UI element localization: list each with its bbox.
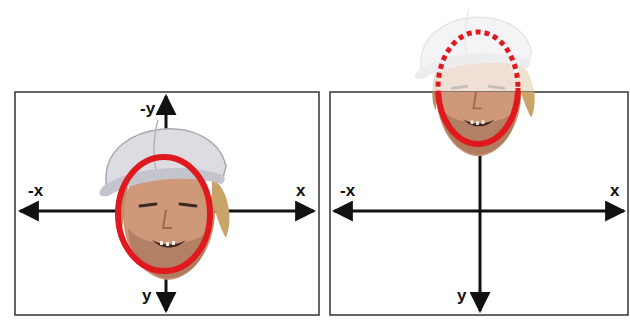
panel-frame xyxy=(15,92,319,315)
face-photo xyxy=(415,92,535,156)
face-photo-faded xyxy=(415,9,535,156)
face-photo xyxy=(100,120,230,280)
axis-label: x xyxy=(296,182,305,199)
face-outline xyxy=(118,157,210,271)
axis-label: x xyxy=(610,182,619,199)
axis-label: -x xyxy=(28,182,43,199)
face-outline-dashed xyxy=(438,32,518,92)
axis-label: y xyxy=(142,287,151,304)
axis-label: -y xyxy=(140,100,155,117)
y-axis xyxy=(479,144,482,311)
axis-label: -x xyxy=(340,182,355,199)
face-outline xyxy=(438,92,518,144)
axis-label: y xyxy=(457,287,466,304)
